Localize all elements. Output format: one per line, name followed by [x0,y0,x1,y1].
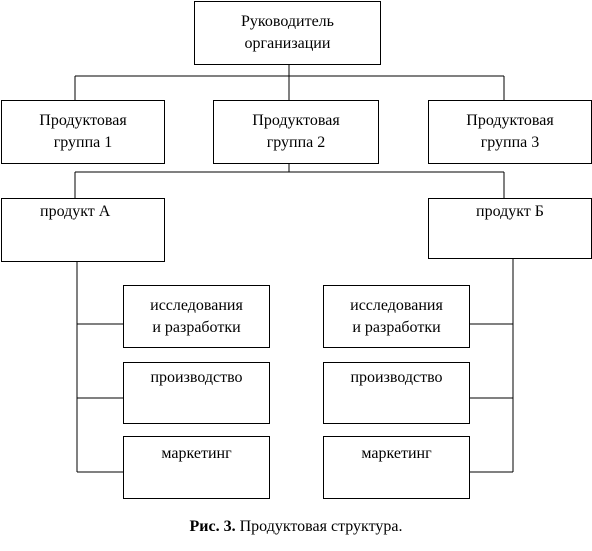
node-product-b-label: продукт Б [476,203,544,220]
node-product-a-label: продукт А [40,203,111,220]
node-a-marketing: маркетинг [123,436,270,499]
node-a-research: исследования и разработки [123,285,270,348]
node-a-marketing-label: маркетинг [161,445,232,462]
node-group-3: Продуктовая группа 3 [428,100,592,164]
node-b-production: производство [323,362,470,424]
node-b-marketing: маркетинг [323,436,470,499]
node-group-2-label: Продуктовая группа 2 [252,112,340,151]
node-head-label: Руководитель организации [241,13,334,52]
figure-caption-text: Продуктовая структура. [235,518,403,535]
node-group-3-label: Продуктовая группа 3 [466,112,554,151]
node-a-production-label: производство [150,369,243,386]
node-product-a: продукт А [1,198,165,262]
figure-caption: Рис. 3. Продуктовая структура. [0,518,592,536]
node-group-1-label: Продуктовая группа 1 [39,112,127,151]
node-b-production-label: производство [350,369,443,386]
node-b-research: исследования и разработки [323,285,470,348]
node-b-research-label: исследования и разработки [350,296,443,336]
node-a-production: производство [123,362,270,424]
node-head: Руководитель организации [194,1,381,65]
figure-caption-label: Рис. 3. [189,518,236,535]
node-a-research-label: исследования и разработки [150,296,243,336]
node-b-marketing-label: маркетинг [361,445,432,462]
node-product-b: продукт Б [428,198,592,259]
node-group-2: Продуктовая группа 2 [213,100,379,164]
node-group-1: Продуктовая группа 1 [1,100,165,164]
